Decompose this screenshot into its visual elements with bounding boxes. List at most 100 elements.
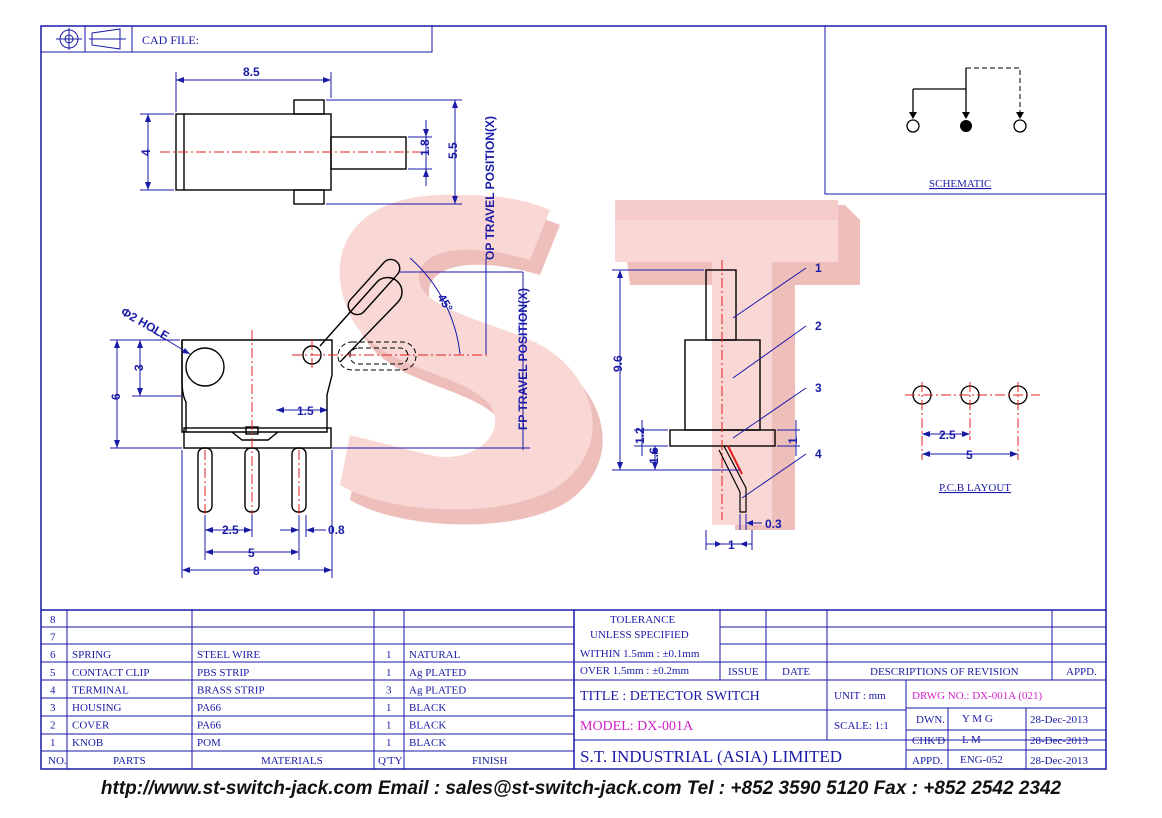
bom-table: 8 7 6 SPRING STEEL WIRE 1 NATURAL 5 CONTACT CLIP…	[41, 609, 575, 769]
callout-3: 3	[815, 381, 822, 395]
bom-cell-material: PBS STRIP	[197, 667, 249, 679]
top-view: 8.5 4 1.8 5.5	[139, 65, 462, 205]
bom-cell-finish: BLACK	[409, 702, 446, 714]
tolerance-line-1: TOLERANCE	[610, 614, 675, 626]
contact-footer: http://www.st-switch-jack.com Email : sa…	[100, 778, 1062, 799]
dim-side-9-6: 9.6	[611, 355, 625, 372]
model-text: MODEL: DX-001A	[580, 719, 694, 734]
dwn-name: Y M G	[962, 713, 993, 725]
bom-cell-material: PA66	[197, 720, 222, 732]
bom-cell-no: 2	[50, 720, 56, 732]
bom-cell-part: HOUSING	[72, 702, 122, 714]
dim-side-0-3: 0.3	[765, 517, 782, 531]
bom-header-no: NO.	[48, 755, 67, 767]
tolerance-within: WITHIN 1.5mm : ±0.1mm	[580, 648, 700, 660]
title-block: TOLERANCE UNLESS SPECIFIED WITHIN 1.5mm …	[574, 609, 1106, 769]
tolerance-over: OVER 1.5mm : ±0.2mm	[580, 665, 689, 677]
dwn-date: 28-Dec-2013	[1030, 714, 1089, 726]
bom-cell-part: TERMINAL	[72, 684, 129, 696]
bom-cell-no: 5	[50, 667, 56, 679]
bom-cell-qty: 1	[386, 702, 392, 714]
dim-front-0-8: 0.8	[328, 523, 345, 537]
pcb-layout-label: P.C.B LAYOUT	[939, 482, 1011, 494]
hole-label: Φ2 HOLE	[119, 304, 172, 343]
front-view: Φ2 HOLE 6 3 1.5 45° OP TRAVEL POSITION(X…	[109, 116, 530, 578]
bom-cell-finish: Ag PLATED	[409, 684, 466, 696]
dim-front-5: 5	[248, 546, 255, 560]
chkd-date: 28-Dec-2013	[1030, 735, 1089, 747]
pcb-dim-total: 5	[966, 448, 973, 462]
bom-cell-qty: 1	[386, 649, 392, 661]
title-text: TITLE : DETECTOR SWITCH	[580, 689, 760, 704]
appd-name: ENG-052	[960, 754, 1003, 766]
scale-text: SCALE: 1:1	[834, 720, 889, 732]
callout-2: 2	[815, 319, 822, 333]
company-name: S.T. INDUSTRIAL (ASIA) LIMITED	[580, 747, 842, 766]
bom-cell-qty: 1	[386, 720, 392, 732]
appd-label: APPD.	[912, 755, 943, 767]
bom-cell-no: 6	[50, 649, 56, 661]
side-view: 1 2 3 4 9.6 1.2 1.6 1 0.3 1	[611, 260, 822, 552]
dim-front-3: 3	[132, 364, 146, 371]
bom-cell-part: CONTACT CLIP	[72, 667, 149, 679]
tolerance-line-2: UNLESS SPECIFIED	[590, 629, 689, 641]
callout-1: 1	[815, 261, 822, 275]
callout-4: 4	[815, 447, 822, 461]
bom-cell-no: 8	[50, 614, 56, 626]
cad-file-label: CAD FILE:	[142, 33, 199, 47]
dim-top-shaft: 1.8	[418, 139, 432, 156]
bom-cell-material: STEEL WIRE	[197, 649, 261, 661]
bom-cell-part: SPRING	[72, 649, 111, 661]
bom-cell-part: KNOB	[72, 737, 103, 749]
dim-top-width: 8.5	[243, 65, 260, 79]
op-travel-label: OP TRAVEL POSITION(X)	[483, 116, 497, 260]
bom-cell-material: POM	[197, 737, 221, 749]
dim-front-1-5: 1.5	[297, 404, 314, 418]
dim-front-8: 8	[253, 564, 260, 578]
bom-cell-material: BRASS STRIP	[197, 684, 265, 696]
bom-cell-no: 4	[50, 684, 56, 696]
bom-cell-finish: BLACK	[409, 720, 446, 732]
projection-symbol-icon	[56, 28, 126, 50]
bom-cell-finish: Ag PLATED	[409, 667, 466, 679]
bom-cell-finish: NATURAL	[409, 649, 461, 661]
dim-side-1-6: 1.6	[647, 447, 661, 464]
dim-front-2-5: 2.5	[222, 523, 239, 537]
pcb-dim-pitch: 2.5	[939, 428, 956, 442]
bom-header-finish: FINISH	[472, 755, 508, 767]
schematic-box: SCHEMATIC	[824, 26, 1106, 195]
pcb-layout: 2.5 5 P.C.B LAYOUT	[905, 382, 1040, 494]
dim-front-6: 6	[109, 393, 123, 400]
chkd-name: L M	[962, 734, 981, 746]
cad-file-box: CAD FILE:	[41, 26, 433, 53]
bom-cell-material: PA66	[197, 702, 222, 714]
bom-cell-finish: BLACK	[409, 737, 446, 749]
bom-cell-qty: 1	[386, 667, 392, 679]
dim-top-height: 5.5	[446, 142, 460, 159]
dim-side-1-2: 1.2	[633, 427, 647, 444]
bom-header-qty: Q'TY	[378, 755, 403, 767]
col-issue: ISSUE	[728, 666, 759, 678]
dim-side-1: 1	[786, 437, 800, 444]
col-appd: APPD.	[1066, 666, 1097, 678]
bom-cell-no: 7	[50, 632, 56, 644]
bom-cell-no: 1	[50, 737, 56, 749]
chkd-label: CHK'D	[912, 735, 945, 747]
bom-cell-qty: 1	[386, 737, 392, 749]
dwn-label: DWN.	[916, 714, 945, 726]
bom-cell-qty: 3	[386, 684, 392, 696]
unit-text: UNIT : mm	[834, 690, 886, 702]
dim-top-height-4: 4	[139, 149, 153, 156]
bom-cell-part: COVER	[72, 720, 110, 732]
bom-header-materials: MATERIALS	[261, 755, 323, 767]
col-date: DATE	[782, 666, 810, 678]
dim-side-bottom-1: 1	[728, 538, 735, 552]
bom-header-parts: PARTS	[113, 755, 146, 767]
bom-cell-no: 3	[50, 702, 56, 714]
fp-travel-label: FP TRAVEL POSITION(X)	[516, 288, 530, 430]
col-descriptions: DESCRIPTIONS OF REVISION	[870, 666, 1019, 678]
schematic-label: SCHEMATIC	[929, 178, 991, 190]
appd-date: 28-Dec-2013	[1030, 755, 1089, 767]
watermark-st	[339, 194, 860, 530]
